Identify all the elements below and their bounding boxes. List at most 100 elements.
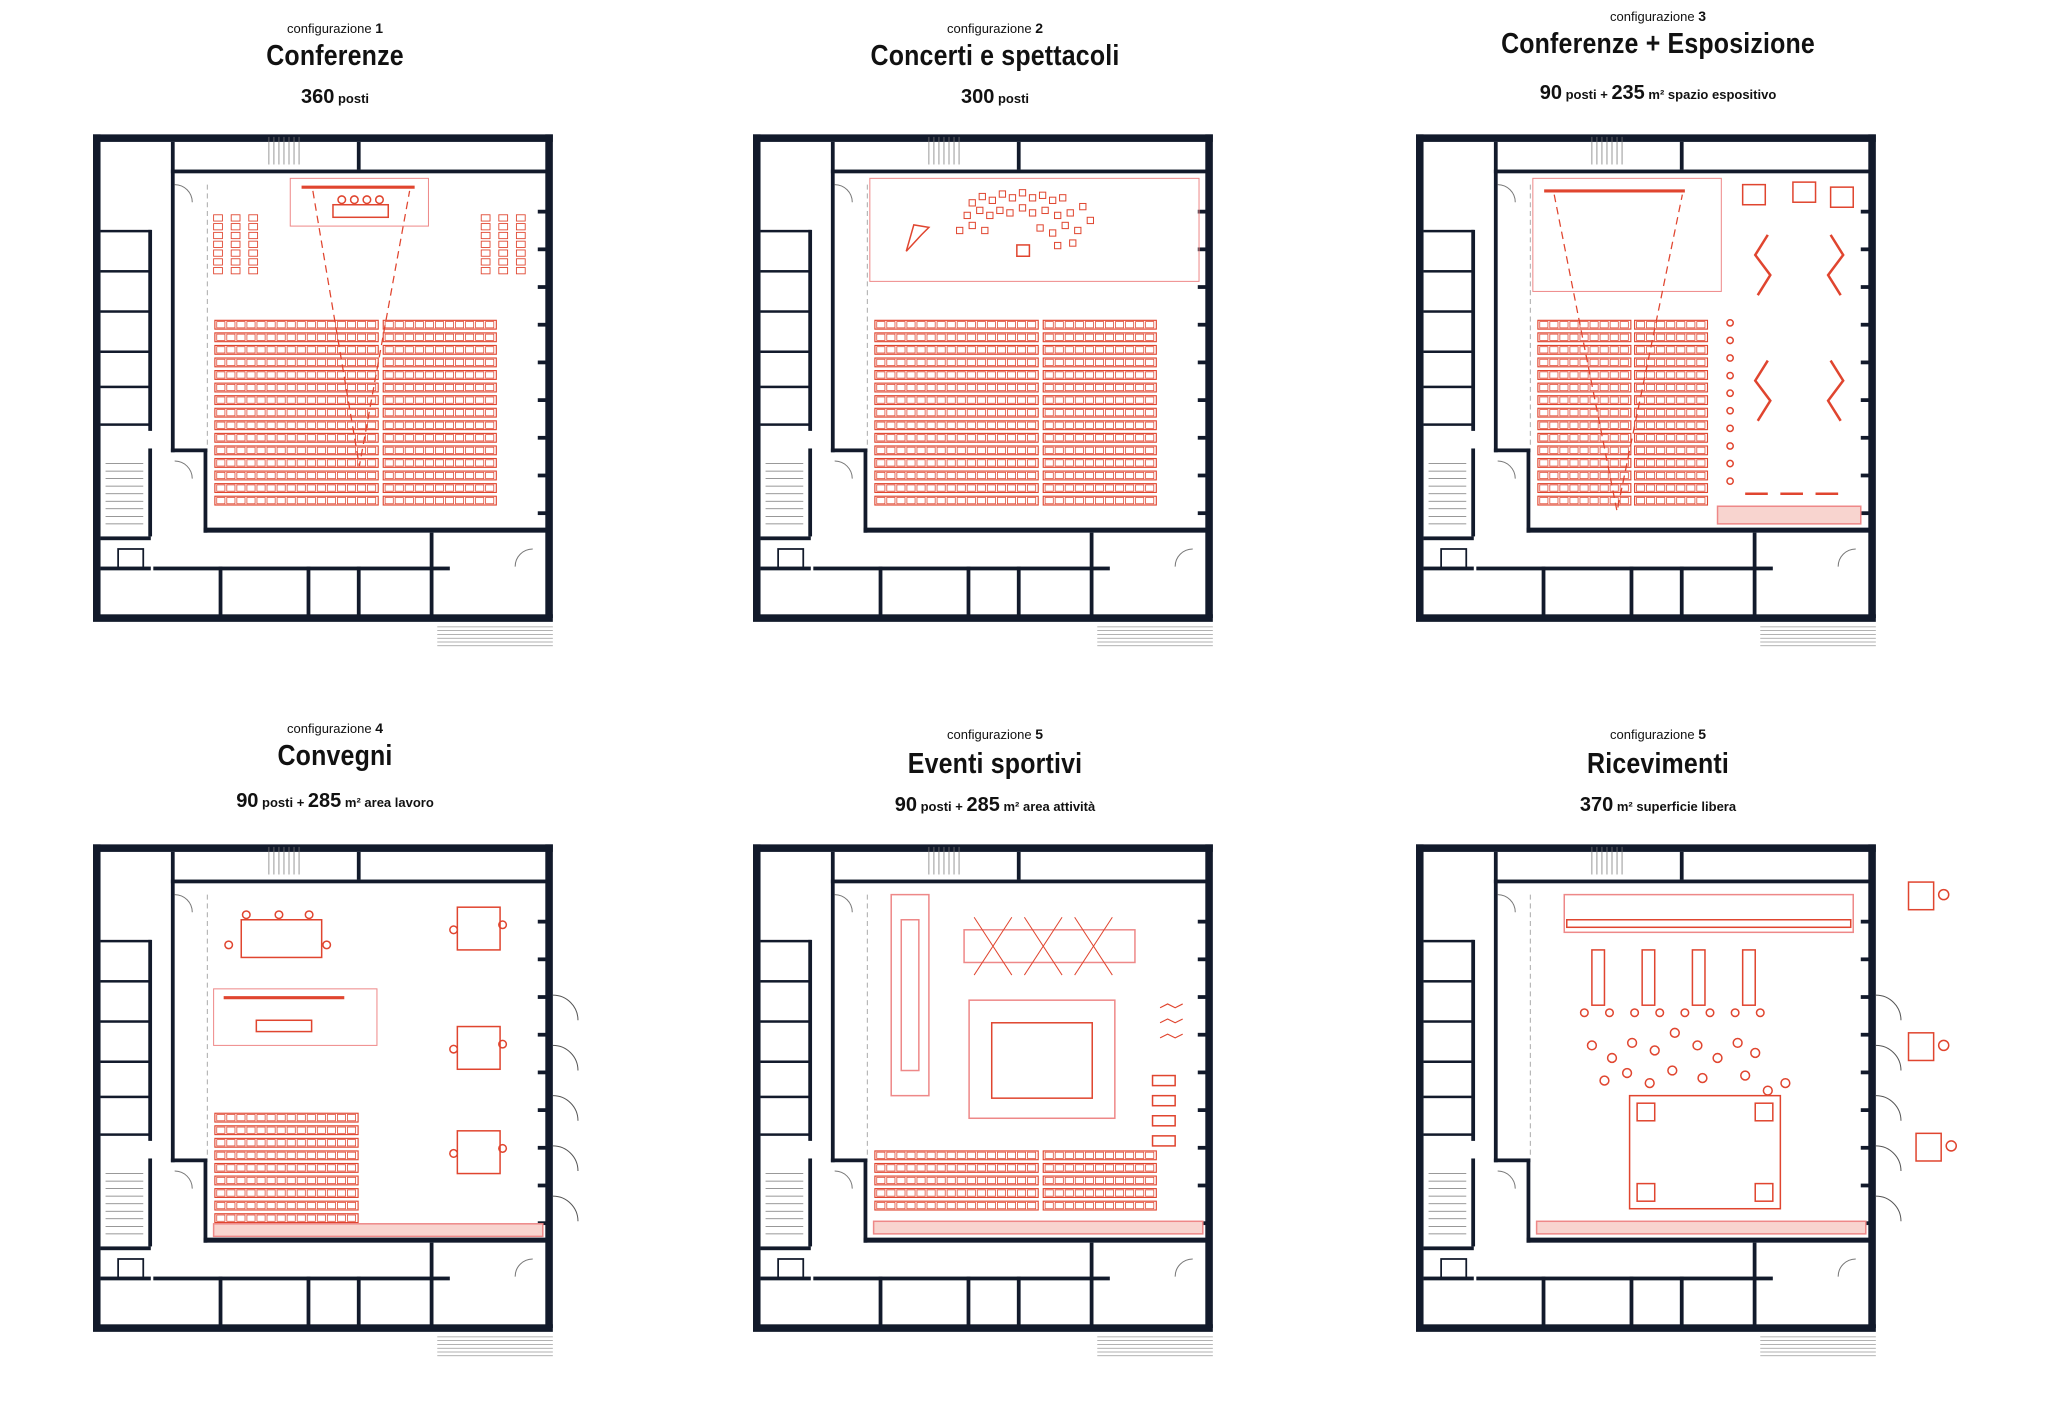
seat	[246, 1114, 256, 1122]
seat	[347, 371, 356, 379]
seat	[445, 484, 454, 492]
seat	[306, 1164, 316, 1172]
door-swing	[1174, 548, 1193, 567]
seat	[1686, 321, 1696, 329]
seat	[404, 446, 414, 454]
seat	[1105, 459, 1114, 467]
seat	[1105, 1176, 1114, 1184]
seat	[286, 409, 296, 417]
seat	[926, 1189, 936, 1197]
seat	[1686, 333, 1696, 341]
seat	[1599, 333, 1609, 341]
wall	[100, 1020, 151, 1023]
seat	[936, 434, 946, 442]
wall	[100, 229, 151, 233]
seat	[1599, 346, 1609, 354]
wall	[170, 448, 208, 453]
seat	[367, 421, 377, 429]
wall	[170, 169, 548, 174]
seat	[1115, 459, 1125, 467]
seat	[216, 321, 226, 329]
seat	[1017, 484, 1027, 492]
seat	[1549, 371, 1559, 379]
wall	[170, 879, 175, 1163]
seat	[445, 497, 454, 505]
seat	[1115, 321, 1125, 329]
panel-subtitle: 370 m² superficie libera	[1579, 794, 1737, 816]
stool	[1730, 1008, 1740, 1018]
seat-row	[1042, 319, 1157, 330]
seat	[1135, 471, 1145, 480]
seat	[1686, 346, 1696, 354]
wall	[1493, 169, 1498, 453]
panel-title: Concerti e spettacoli	[870, 40, 1120, 72]
seat	[1084, 484, 1094, 492]
seat	[347, 434, 356, 442]
seat	[276, 1176, 286, 1184]
seat	[236, 384, 246, 392]
seat	[1027, 1151, 1037, 1159]
seat	[485, 333, 495, 341]
seat	[404, 371, 414, 379]
seat	[286, 346, 296, 354]
chair	[304, 910, 314, 920]
seat	[286, 358, 296, 366]
seat	[256, 1151, 266, 1159]
seat	[216, 1126, 226, 1134]
seat	[434, 358, 444, 366]
seat	[956, 434, 966, 442]
seat	[1636, 434, 1646, 442]
seat	[1676, 371, 1686, 379]
seat	[394, 459, 404, 467]
seat	[1145, 446, 1155, 454]
config-label: configurazione 4	[287, 720, 383, 736]
seat	[404, 358, 414, 366]
wall	[1423, 1060, 1474, 1063]
wall	[1423, 566, 1474, 571]
seat-row	[874, 432, 1039, 443]
wall	[1416, 1324, 1876, 1332]
door-swing	[1875, 1095, 1902, 1121]
seat	[226, 1126, 236, 1134]
seat	[986, 434, 996, 442]
seat	[475, 484, 485, 492]
wall	[1423, 310, 1474, 313]
seat	[1666, 446, 1676, 454]
seat	[1676, 396, 1686, 404]
seat	[1084, 471, 1094, 480]
wall	[1629, 566, 1634, 617]
seat	[1084, 396, 1094, 404]
wall	[760, 270, 811, 273]
exhibit-panel	[1753, 234, 1772, 296]
seat	[1646, 384, 1656, 392]
side-seat	[248, 214, 259, 222]
seat	[384, 358, 394, 366]
seat-row	[874, 1175, 1039, 1186]
seat	[1084, 446, 1094, 454]
seat	[996, 471, 1006, 480]
seat	[1044, 1202, 1054, 1210]
seat	[1579, 471, 1589, 480]
wall	[170, 879, 548, 884]
music-stand	[1018, 189, 1027, 197]
wall	[878, 1276, 883, 1327]
seat	[434, 321, 444, 329]
guest-seat	[1762, 1085, 1773, 1096]
seat	[1609, 471, 1619, 480]
wall	[1197, 995, 1208, 999]
wall	[753, 134, 761, 619]
music-stand	[1054, 211, 1062, 220]
seat	[367, 321, 377, 329]
seat	[906, 346, 916, 354]
stool	[1604, 1008, 1615, 1018]
seat	[326, 333, 336, 341]
seat	[1589, 396, 1599, 404]
seat	[906, 333, 916, 341]
seat	[936, 384, 946, 392]
bench	[1151, 1135, 1176, 1147]
seat	[876, 1202, 886, 1210]
seat	[347, 333, 356, 341]
seat	[886, 484, 896, 492]
seat	[1135, 1164, 1145, 1172]
seat	[956, 1189, 966, 1197]
